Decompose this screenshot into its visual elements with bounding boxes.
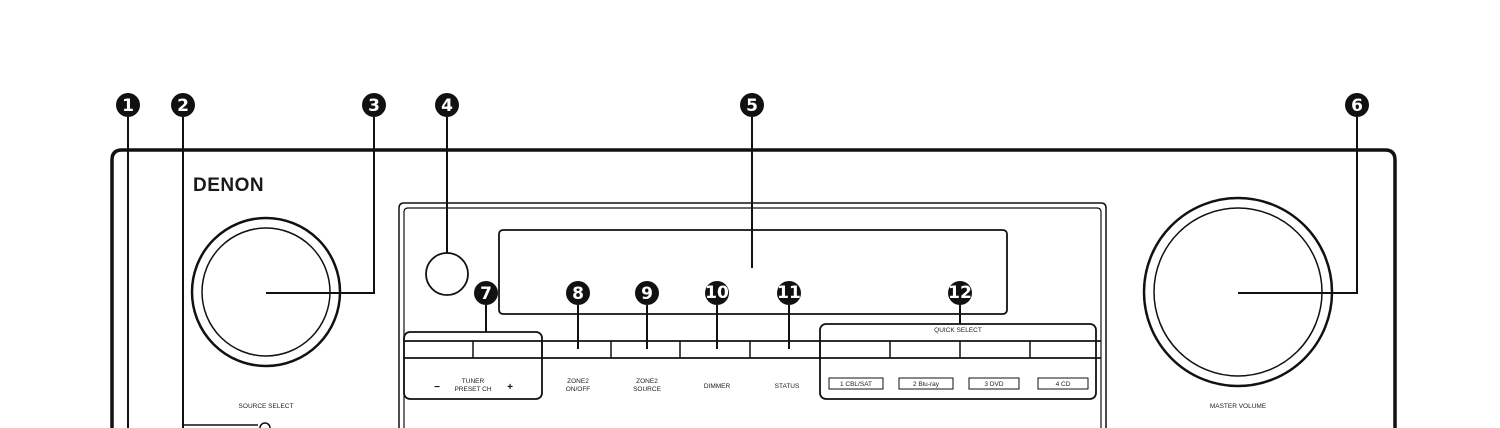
- callout-5: 5: [740, 93, 764, 117]
- callout-9: 9: [635, 281, 659, 305]
- leader-6: [1238, 117, 1358, 294]
- callout-8: 8: [566, 281, 590, 305]
- callout-8-label: 8: [572, 284, 584, 304]
- zone2-source-label-line2: SOURCE: [633, 386, 661, 393]
- tuner-label-line2: PRESET CH: [454, 386, 491, 393]
- brand-logo: DENON: [193, 175, 264, 196]
- dimmer-label: DIMMER: [704, 383, 731, 390]
- callout-6-label: 6: [1351, 96, 1363, 116]
- callout-1: 1: [116, 93, 140, 117]
- quick-select-3-label: 3 DVD: [984, 381, 1003, 388]
- callout-4: 4: [435, 93, 459, 117]
- zone2-onoff-label-line2: ON/OFF: [566, 386, 591, 393]
- quick-select-4-box: [1037, 377, 1089, 390]
- callout-4-label: 4: [441, 96, 453, 116]
- quick-select-group-box: [819, 323, 1097, 400]
- tuner-group-box: [403, 331, 543, 400]
- quick-select-label: QUICK SELECT: [934, 327, 982, 334]
- callout-12: 12: [948, 281, 972, 305]
- leader-lines: [127, 117, 1358, 428]
- status-label: STATUS: [775, 383, 800, 390]
- leader-3: [266, 117, 375, 294]
- callout-7: 7: [474, 281, 498, 305]
- callout-3-label: 3: [368, 96, 380, 116]
- callout-12-label: 12: [948, 283, 972, 303]
- quick-select-title-bg: [928, 326, 990, 333]
- quick-select-1-label: 1 CBL/SAT: [840, 381, 872, 388]
- source-select-label: SOURCE SELECT: [239, 403, 294, 410]
- callout-1-label: 1: [122, 96, 134, 116]
- tuner-plus: +: [507, 382, 513, 393]
- callout-6: 6: [1345, 93, 1369, 117]
- callout-9-label: 9: [641, 284, 653, 304]
- callout-10: 10: [705, 281, 729, 305]
- quick-select-2-box: [898, 377, 954, 390]
- receiver-body-outline: [110, 148, 1397, 428]
- quick-select-3-box: [968, 377, 1020, 390]
- quick-select-4-label: 4 CD: [1056, 381, 1071, 388]
- callout-2: 2: [171, 93, 195, 117]
- quick-select-2-label: 2 Blu-ray: [913, 381, 940, 388]
- callout-5-label: 5: [746, 96, 758, 116]
- callout-7-label: 7: [480, 284, 492, 304]
- tuner-minus: −: [434, 382, 440, 393]
- zone2-onoff-label-line1: ZONE2: [567, 378, 589, 385]
- callout-11: 11: [777, 281, 801, 305]
- zone2-source-label-line1: ZONE2: [636, 378, 658, 385]
- headphone-jack: [259, 422, 271, 428]
- tuner-label-line1: TUNER: [462, 378, 485, 385]
- callout-10-label: 10: [705, 283, 729, 303]
- callout-2-label: 2: [177, 96, 189, 116]
- quick-select-1-box: [828, 377, 884, 390]
- master-volume-label: MASTER VOLUME: [1210, 403, 1267, 410]
- callout-11-label: 11: [777, 283, 801, 303]
- remote-sensor: [425, 252, 469, 296]
- callout-3: 3: [362, 93, 386, 117]
